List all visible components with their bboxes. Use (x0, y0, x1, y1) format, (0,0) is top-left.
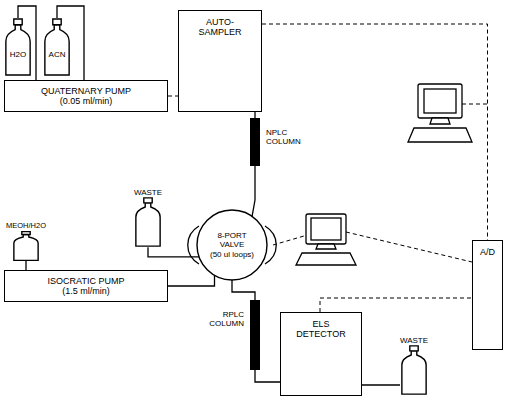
label-holder: H2O (4, 50, 32, 59)
node-label: NPLC COLUMN (266, 128, 310, 146)
node-label: MEOH/H2O (6, 222, 46, 231)
node-label: H2O (4, 50, 32, 59)
bottle-outline (4, 18, 32, 76)
column: NPLC COLUMN (250, 118, 322, 166)
column: RPLC COLUMN (198, 300, 260, 370)
tubing-line (148, 247, 199, 257)
solvent-bottle: MEOH/H2O (1, 222, 51, 264)
keyboard (296, 253, 356, 265)
signal-cable (462, 104, 487, 105)
tubing-line (252, 166, 255, 216)
bottle-outline (43, 18, 71, 76)
monitor-screen (311, 218, 341, 240)
bottle-outline (134, 197, 162, 247)
signal-cable (346, 232, 472, 262)
bottle-cap (14, 19, 22, 25)
node-label: RPLC COLUMN (200, 310, 244, 328)
monitor-base (316, 244, 336, 249)
node-label: (50 ul loops) (210, 250, 254, 259)
bottle-cap (144, 198, 152, 203)
monitor-screen (424, 89, 456, 113)
node-label: A/D (480, 247, 495, 257)
label-holder: RPLC COLUMN (200, 310, 244, 328)
bottle-cap (410, 346, 418, 351)
node-label: WASTE (134, 188, 162, 197)
tubing-line (168, 275, 215, 286)
bottle-cap (53, 19, 61, 25)
bottle-outline (400, 345, 428, 395)
column-body (250, 300, 260, 370)
bottle-outline (12, 231, 40, 261)
monitor-base (430, 118, 450, 124)
node-label: ISOCRATIC PUMP (48, 276, 125, 286)
signal-cable (320, 298, 472, 312)
valve-body (197, 210, 267, 280)
node-label: ELS DETECTOR (291, 319, 351, 340)
waste-bottle: WASTE (126, 188, 170, 250)
converter-box: A/D (472, 240, 503, 350)
pump-box: QUATERNARY PUMP(0.05 ml/min) (4, 80, 168, 112)
label-holder: NPLC COLUMN (266, 128, 310, 146)
signal-cables (273, 104, 487, 262)
switching-valve: 8-PORT VALVE(50 ul loops) (196, 209, 268, 281)
column-body (250, 118, 260, 166)
waste-bottle: WASTE (392, 336, 436, 398)
detector-box: ELS DETECTOR (280, 312, 362, 396)
bottle-body (136, 203, 160, 246)
bottle-body (45, 25, 69, 75)
bottle-body (402, 351, 426, 394)
monitor (418, 84, 462, 118)
node-label: 8-PORT VALVE (212, 231, 252, 249)
tubing-line (25, 261, 26, 270)
tubing-line (362, 384, 400, 385)
solvent-bottle: H2O (4, 18, 32, 76)
node-label: ACN (43, 50, 71, 59)
node-label: (0.05 ml/min) (60, 96, 113, 106)
bottle-cap (22, 231, 30, 234)
label-holder: MEOH/H2O (6, 222, 46, 231)
tubing-line (255, 370, 280, 382)
bottle-body (6, 25, 30, 75)
node-label: QUATERNARY PUMP (41, 86, 131, 96)
computer-top (408, 84, 472, 142)
node-label: AUTO- SAMPLER (194, 17, 246, 38)
solvent-bottle: ACN (43, 18, 71, 76)
monitor (306, 214, 346, 244)
signal-cable (273, 236, 304, 245)
node-label: WASTE (400, 336, 428, 345)
node-label: (1.5 ml/min) (62, 286, 110, 296)
bottle-body (14, 234, 38, 260)
computer-middle (296, 214, 356, 265)
tubing-line (232, 280, 255, 300)
signal-cable (168, 96, 178, 97)
autosampler-box: AUTO- SAMPLER (178, 10, 262, 112)
label-holder: WASTE (400, 336, 428, 345)
signal-cable (262, 24, 488, 240)
keyboard (408, 128, 472, 142)
label-holder: WASTE (134, 188, 162, 197)
pump-box: ISOCRATIC PUMP(1.5 ml/min) (4, 270, 168, 302)
label-holder: ACN (43, 50, 71, 59)
